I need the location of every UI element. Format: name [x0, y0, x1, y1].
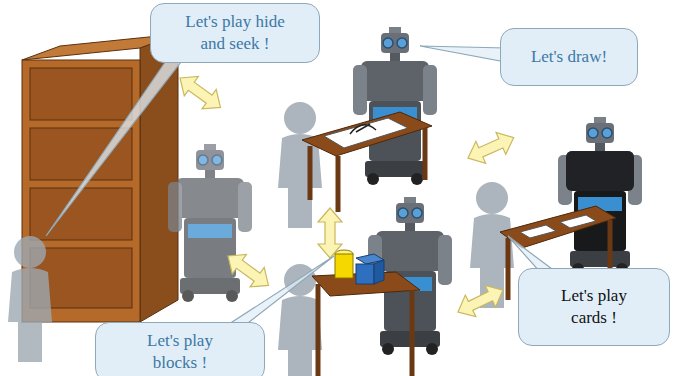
- speech-bubble: Let's play cards !: [518, 268, 670, 346]
- speech-bubble: Let's play blocks !: [95, 322, 265, 376]
- bubble-text: Let's play cards !: [547, 285, 642, 329]
- speech-bubble: Let's play hide and seek !: [150, 3, 320, 63]
- bubble-text: Let's play blocks !: [130, 330, 230, 374]
- bubble-text: Let's play hide and seek !: [176, 11, 294, 55]
- speech-bubble: Let's draw!: [500, 28, 638, 86]
- bubble-text: Let's draw!: [531, 46, 607, 68]
